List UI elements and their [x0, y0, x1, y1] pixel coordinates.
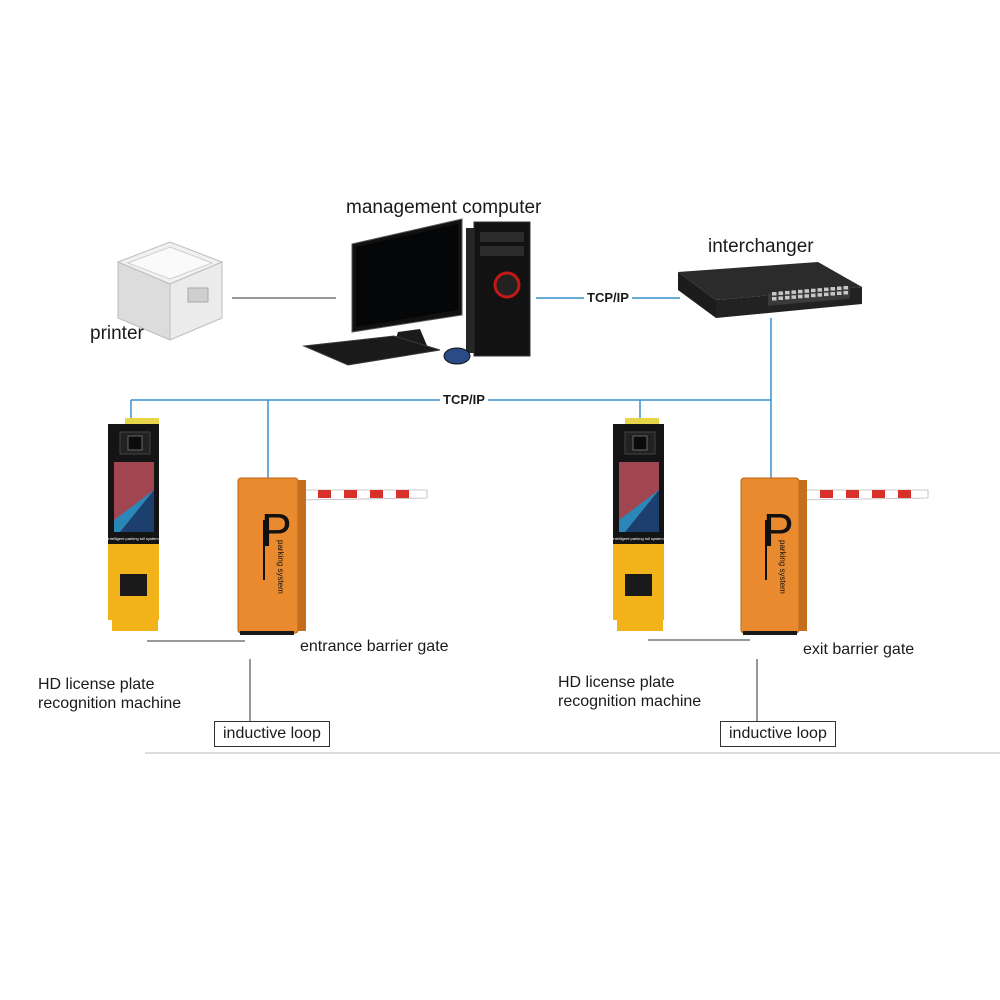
- switch-port: [824, 292, 829, 297]
- switch-port: [772, 297, 777, 301]
- lpr-right-label: HD license plate recognition machine: [558, 673, 701, 711]
- boom-stripes-right: [820, 490, 911, 498]
- exit-gate-label: exit barrier gate: [803, 641, 915, 658]
- switch-port: [843, 290, 848, 295]
- mouse-icon: [443, 347, 471, 365]
- switch-device: [678, 262, 862, 318]
- switch-port: [811, 293, 816, 298]
- switch-port: [785, 290, 790, 295]
- boom-stripe: [820, 490, 833, 498]
- gate-logo-left: P: [261, 504, 292, 556]
- gate-text-left: parking system: [276, 540, 285, 594]
- printer-label: printer: [90, 323, 144, 344]
- lpr-left-label: HD license plate recognition machine: [38, 675, 181, 713]
- switch-port: [791, 290, 796, 294]
- lpr-panel-text-right: Intelligent parking toll system: [612, 536, 664, 541]
- lpr-left-label-line1: HD license plate: [38, 676, 155, 693]
- switch-port: [785, 295, 790, 300]
- switch-port: [778, 291, 783, 295]
- switch-ports: [772, 285, 848, 301]
- switch-port: [817, 293, 822, 297]
- lpr-left-label-line2: recognition machine: [38, 695, 182, 712]
- switch-port: [837, 286, 842, 290]
- gate-text-right: parking system: [778, 540, 787, 594]
- power-button-icon: [493, 271, 521, 299]
- inductive-loop-right-box: inductive loop: [720, 721, 836, 747]
- gate-logo-right: P: [763, 504, 794, 556]
- switch-port: [778, 296, 783, 300]
- printer-device: [116, 241, 224, 341]
- boom-stripe: [396, 490, 409, 498]
- boom-stripe: [872, 490, 885, 498]
- switch-port: [798, 294, 803, 299]
- tcpip-top-label: TCP/IP: [584, 290, 632, 305]
- wires: [147, 297, 758, 721]
- boom-stripe: [318, 490, 331, 498]
- interchanger-label: interchanger: [708, 236, 814, 257]
- barrier-gate-left: P parking system: [237, 477, 428, 635]
- switch-port: [843, 285, 848, 290]
- switch-port: [837, 291, 842, 295]
- entrance-gate-label: entrance barrier gate: [300, 638, 449, 655]
- management-computer-label: management computer: [346, 197, 542, 218]
- switch-port: [830, 292, 835, 296]
- switch-port: [791, 295, 796, 299]
- inductive-loop-left-box: inductive loop: [214, 721, 330, 747]
- switch-port: [830, 287, 835, 291]
- computer-device: [302, 218, 531, 366]
- switch-port: [798, 289, 803, 294]
- boom-stripe: [898, 490, 911, 498]
- switch-port: [772, 292, 777, 296]
- switch-port: [824, 287, 829, 292]
- boom-stripe: [846, 490, 859, 498]
- network-lines: [130, 297, 772, 483]
- tcpip-bus-label: TCP/IP: [440, 392, 488, 407]
- lpr-machine-right: Intelligent parking toll system: [612, 418, 664, 631]
- switch-port: [804, 289, 809, 293]
- lpr-panel-text-left: Intelligent parking toll system: [107, 536, 159, 541]
- lpr-machine-left: Intelligent parking toll system: [107, 418, 159, 631]
- switch-port: [817, 288, 822, 292]
- lpr-right-label-line2: recognition machine: [558, 693, 702, 710]
- boom-stripes-left: [318, 490, 409, 498]
- barrier-gate-right: P parking system: [740, 477, 929, 635]
- boom-stripe: [344, 490, 357, 498]
- lpr-right-label-line1: HD license plate: [558, 674, 675, 691]
- switch-port: [811, 288, 816, 293]
- boom-stripe: [370, 490, 383, 498]
- switch-port: [804, 294, 809, 298]
